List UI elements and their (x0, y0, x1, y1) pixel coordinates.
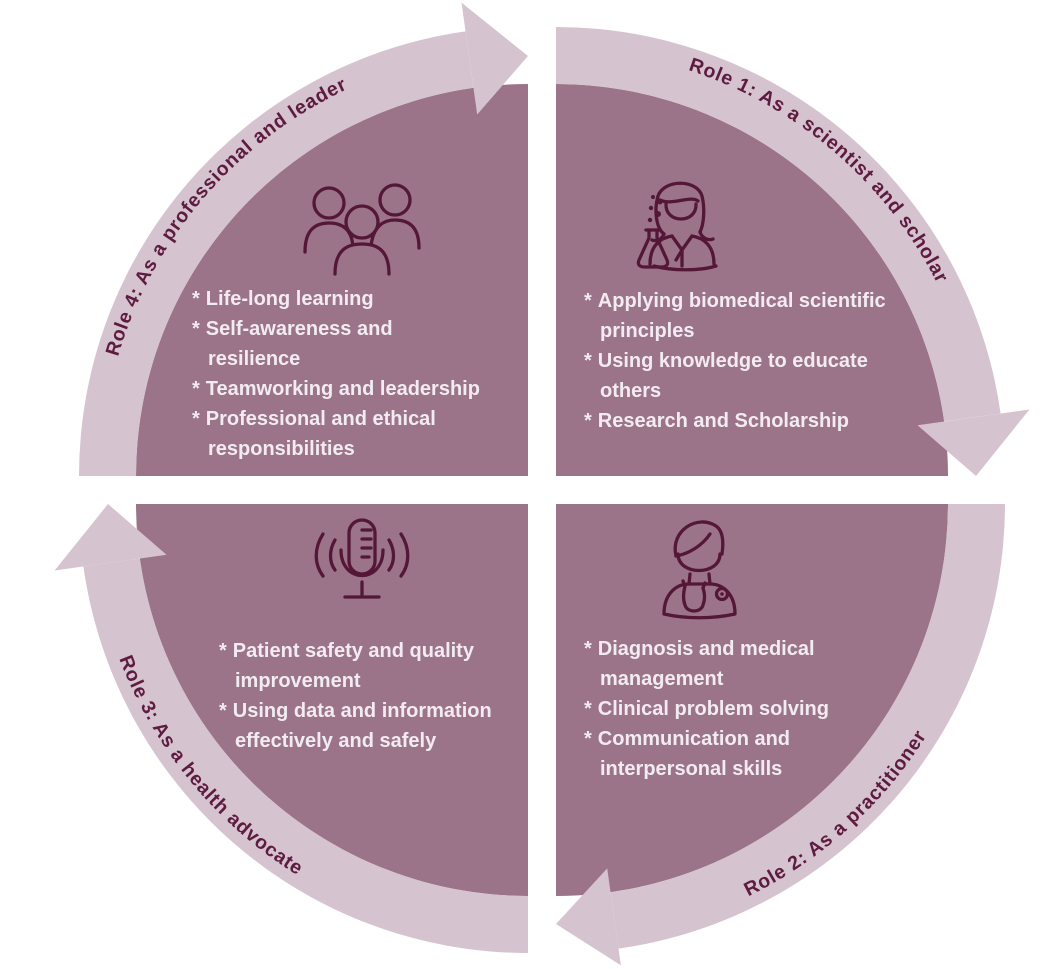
bullet-marker: * (584, 698, 592, 720)
bullet-item: *Self-awareness and resilience (192, 314, 484, 374)
role1-arrowhead (917, 409, 1030, 476)
bullet-marker: * (192, 288, 200, 310)
role2-bullet-list: *Diagnosis and medical management *Clini… (584, 634, 859, 784)
bullet-item: *Professional and ethical responsibiliti… (192, 404, 484, 464)
role2-arc-band (610, 504, 1005, 949)
bullet-item: *Using knowledge to educate others (584, 346, 899, 406)
bullet-marker: * (219, 700, 227, 722)
bullet-text: Diagnosis and medical management (597, 638, 815, 690)
bullet-text: Research and Scholarship (597, 410, 849, 432)
role3-arrowhead (54, 504, 167, 571)
bullet-marker: * (192, 318, 200, 340)
bullet-text: Patient safety and quality improvement (232, 640, 474, 692)
bullet-text: Clinical problem solving (597, 698, 829, 720)
bullet-marker: * (584, 410, 592, 432)
role2-arrowhead (556, 868, 621, 966)
bullet-text: Professional and ethical responsibilitie… (205, 408, 436, 460)
bullet-text: Life-long learning (205, 288, 374, 310)
bullet-item: *Life-long learning (192, 284, 484, 314)
bullet-text: Communication and interpersonal skills (597, 728, 791, 780)
female-scientist-icon (636, 181, 718, 272)
bullet-marker: * (192, 378, 200, 400)
bullet-item: *Teamworking and leadership (192, 374, 484, 404)
people-group-icon (303, 183, 421, 276)
role3-arc-band (83, 558, 529, 953)
role1-sector (556, 84, 948, 476)
bullet-marker: * (584, 638, 592, 660)
quadrant-role4: Role 4: As a professional and leader (79, 2, 528, 477)
bullet-marker: * (219, 640, 227, 662)
role4-bullet-list: *Life-long learning *Self-awareness and … (192, 284, 484, 464)
bullet-item: *Diagnosis and medical management (584, 634, 859, 694)
bullet-marker: * (584, 350, 592, 372)
bullet-text: Using knowledge to educate others (597, 350, 868, 402)
bullet-text: Teamworking and leadership (205, 378, 480, 400)
role1-arc-band (556, 27, 1001, 422)
role4-arrowhead (461, 2, 528, 115)
microphone-icon (314, 518, 410, 599)
role3-sector (136, 504, 528, 896)
bullet-text: Applying biomedical scientific principle… (597, 290, 886, 342)
bullet-text: Self-awareness and resilience (205, 318, 393, 370)
bullet-item: *Applying biomedical scientific principl… (584, 286, 899, 346)
bullet-marker: * (584, 290, 592, 312)
bullet-item: *Communication and interpersonal skills (584, 724, 859, 784)
bullet-item: *Patient safety and quality improvement (219, 636, 519, 696)
doctor-icon (662, 520, 737, 620)
bullet-item: *Research and Scholarship (584, 406, 899, 436)
bullet-item: *Using data and information effectively … (219, 696, 519, 756)
bullet-marker: * (584, 728, 592, 750)
bullet-marker: * (192, 408, 200, 430)
role1-bullet-list: *Applying biomedical scientific principl… (584, 286, 899, 436)
bullet-text: Using data and information effectively a… (232, 700, 492, 752)
bullet-item: *Clinical problem solving (584, 694, 859, 724)
quadrant-role3: Role 3: As a health advocate (54, 504, 529, 953)
role4-arc-band (79, 31, 474, 477)
role3-bullet-list: *Patient safety and quality improvement … (219, 636, 519, 756)
role4-sector (136, 84, 528, 476)
role2-sector (556, 504, 948, 896)
